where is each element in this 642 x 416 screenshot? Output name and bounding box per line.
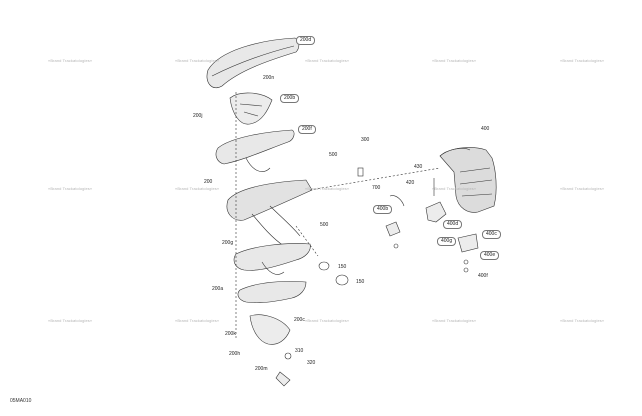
callout-400d: 400d (443, 220, 463, 229)
spring-320 (275, 371, 291, 387)
watermark: «Brand Trackatologies» (175, 186, 220, 191)
callout-300: 300 (361, 137, 370, 143)
heat-shield-200f (215, 129, 295, 165)
callout-150-lower: 150 (356, 279, 365, 285)
heat-shield-200d (206, 37, 300, 89)
watermark: «Brand Trackatologies» (48, 318, 93, 323)
exhaust-pipe-200 (226, 179, 313, 221)
callout-200: 200 (204, 179, 213, 185)
callout-400f: 400f (478, 273, 488, 279)
watermark: «Brand Trackatologies» (432, 186, 477, 191)
callout-400: 400 (481, 126, 490, 132)
callout-200k: 200k (225, 331, 236, 337)
callout-400b: 400b (373, 205, 393, 214)
watermark: «Brand Trackatologies» (305, 186, 350, 191)
sensor-700 (389, 195, 405, 207)
heat-shield-200g (233, 243, 311, 271)
callout-430: 430 (414, 164, 423, 170)
callout-200c: 200c (294, 317, 305, 323)
callout-400e: 400e (480, 251, 500, 260)
callout-200f: 200f (298, 125, 316, 134)
watermark: «Brand Trackatologies» (432, 58, 477, 63)
callout-200h: 200h (229, 351, 241, 357)
bracket-400b (385, 221, 401, 237)
watermark: «Brand Trackatologies» (48, 58, 93, 63)
gasket-150b (335, 274, 349, 286)
callout-500-lower: 500 (320, 222, 329, 228)
callout-500-upper: 500 (329, 152, 338, 158)
clamp-310 (284, 352, 292, 360)
callout-200m: 200m (255, 366, 268, 372)
callout-700: 700 (372, 185, 381, 191)
drawing-code: 05MA010 (10, 398, 32, 404)
callout-200b: 200b (280, 94, 300, 103)
callout-320: 320 (307, 360, 316, 366)
callout-200n: 200n (263, 75, 275, 81)
bracket-400c (457, 233, 479, 253)
watermark: «Brand Trackatologies» (175, 58, 220, 63)
watermark: «Brand Trackatologies» (175, 318, 220, 323)
watermark: «Brand Trackatologies» (560, 186, 605, 191)
callout-200j: 200j (193, 113, 203, 119)
callout-400c: 400c (482, 230, 501, 239)
callout-200d: 200d (296, 36, 316, 45)
bracket-200b (229, 92, 273, 125)
watermark: «Brand Trackatologies» (432, 318, 477, 323)
watermark: «Brand Trackatologies» (305, 318, 350, 323)
bracket-400d (425, 201, 447, 223)
watermark: «Brand Trackatologies» (305, 58, 350, 63)
bracket-200c (249, 314, 291, 345)
callout-310: 310 (295, 348, 304, 354)
muffler-400 (439, 147, 497, 213)
gasket-150a (318, 261, 330, 271)
callout-420: 420 (406, 180, 415, 186)
callout-200a: 200a (212, 286, 224, 292)
watermark: «Brand Trackatologies» (560, 318, 605, 323)
clamp-300 (357, 167, 364, 177)
watermark: «Brand Trackatologies» (48, 186, 93, 191)
assembly-line (235, 92, 441, 340)
heat-shield-200a (237, 280, 307, 304)
callout-400g: 400g (437, 237, 457, 246)
callout-150-upper: 150 (338, 264, 347, 270)
watermark: «Brand Trackatologies» (560, 58, 605, 63)
callout-200g: 200g (222, 240, 234, 246)
